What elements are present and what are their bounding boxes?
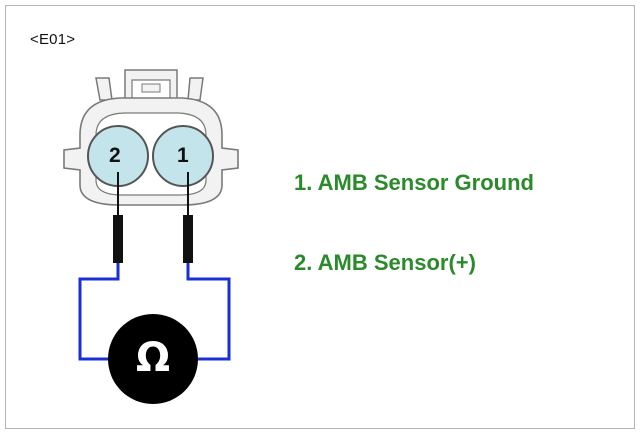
ohmmeter-icon: Ω — [135, 335, 170, 381]
legend-pin-1-label: 1. AMB Sensor Ground — [294, 170, 534, 195]
ohmmeter — [108, 314, 198, 404]
connector-id-label: <E01> — [30, 31, 76, 48]
pin-1 — [152, 125, 214, 187]
pin-number-1: 1 — [177, 144, 189, 167]
meter-wires — [78, 263, 231, 361]
pin-number-2: 2 — [109, 144, 121, 167]
probe-pin-1 — [183, 172, 193, 263]
legend-pin-2-label: 2. AMB Sensor(+) — [294, 250, 476, 275]
connector-housing — [63, 69, 239, 206]
probe-pin-2 — [113, 172, 123, 263]
